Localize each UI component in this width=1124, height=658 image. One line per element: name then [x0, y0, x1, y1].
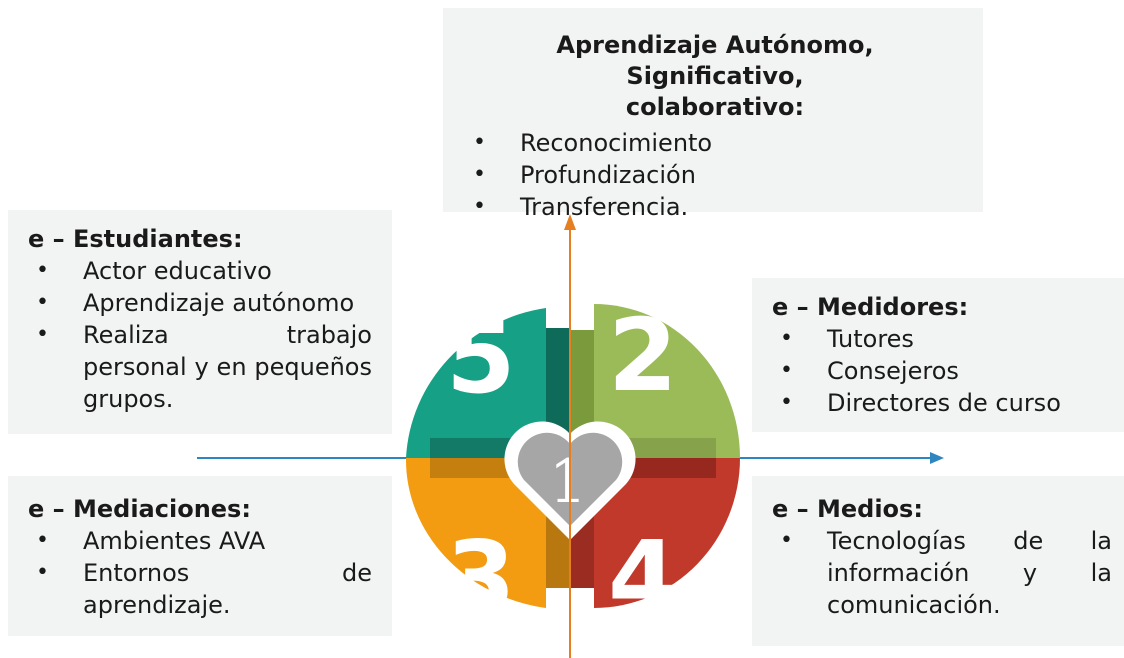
list-item: • Tecnologías de la información y la comu…: [772, 525, 1112, 621]
list-item-text: Tutores: [827, 325, 914, 353]
medios-list: • Tecnologías de la información y la comu…: [772, 525, 1112, 621]
list-item-text: Transferencia.: [520, 193, 689, 221]
list-item: • Consejeros: [772, 355, 1110, 387]
segment-3-number: 3: [446, 519, 516, 636]
bullet-icon: •: [780, 358, 793, 383]
medios-title: e – Medios:: [772, 495, 923, 523]
segment-2-number: 2: [608, 297, 678, 414]
list-item: • Realiza trabajo personal y en pequeños …: [28, 319, 372, 415]
segment-1-number: 1: [549, 447, 587, 517]
list-item: • Entornos de aprendizaje.: [28, 557, 372, 621]
bullet-icon: •: [36, 258, 49, 283]
medidores-list: • Tutores • Consejeros • Directores de curs…: [772, 323, 1110, 419]
list-item-text: Entornos de aprendizaje.: [83, 559, 372, 619]
bullet-icon: •: [473, 194, 486, 219]
bullet-icon: •: [473, 130, 486, 155]
estudiantes-title: e – Estudiantes:: [28, 225, 243, 253]
list-item-text: Realiza trabajo personal y en pequeños g…: [83, 321, 372, 413]
list-item-text: Ambientes AVA: [83, 527, 266, 555]
list-item: • Profundización: [465, 159, 983, 191]
segment-3: 3: [405, 458, 570, 636]
mediaciones-title: e – Mediaciones:: [28, 495, 251, 523]
aprendizaje-title: Aprendizaje Autónomo, Significativo, col…: [465, 30, 965, 123]
bullet-icon: •: [780, 528, 793, 553]
bullet-icon: •: [780, 390, 793, 415]
medidores-title: e – Medidores:: [772, 293, 969, 321]
mediaciones-box: e – Mediaciones: • Ambientes AVA • Entorno…: [8, 476, 392, 636]
segment-4: 4: [570, 458, 740, 636]
list-item: • Aprendizaje autónomo: [28, 287, 372, 319]
segment-5-number: 5: [446, 299, 516, 416]
list-item-text: Actor educativo: [83, 257, 272, 285]
list-item: • Actor educativo: [28, 255, 372, 287]
aprendizaje-list: • Reconocimiento • Profundización • Transfe…: [465, 127, 983, 223]
list-item: • Reconocimiento: [465, 127, 983, 159]
list-item-text: Consejeros: [827, 357, 959, 385]
aprendizaje-title-line2: colaborativo:: [625, 93, 805, 121]
bullet-icon: •: [473, 162, 486, 187]
bullet-icon: •: [780, 326, 793, 351]
bullet-icon: •: [36, 290, 49, 315]
estudiantes-list: • Actor educativo • Aprendizaje autónomo •…: [28, 255, 372, 415]
segment-5: 5: [406, 299, 570, 458]
estudiantes-box: e – Estudiantes: • Actor educativo • Apren…: [8, 210, 392, 434]
heart-center: 1: [504, 421, 636, 540]
horizontal-arrow-head: [930, 452, 944, 464]
list-item: • Tutores: [772, 323, 1110, 355]
list-item-text: Aprendizaje autónomo: [83, 289, 355, 317]
list-item: • Directores de curso: [772, 387, 1110, 419]
list-item-text: Profundización: [520, 161, 696, 189]
segment-4-number: 4: [608, 519, 678, 636]
bullet-icon: •: [36, 560, 49, 585]
list-item: • Transferencia.: [465, 191, 983, 223]
list-item-text: Directores de curso: [827, 389, 1061, 417]
medios-box: e – Medios: • Tecnologías de la informaci…: [752, 476, 1124, 646]
bullet-icon: •: [36, 528, 49, 553]
aprendizaje-title-line1: Aprendizaje Autónomo, Significativo,: [556, 31, 874, 90]
mediaciones-list: • Ambientes AVA • Entornos de aprendizaje.: [28, 525, 372, 621]
list-item-text: Tecnologías de la información y la comun…: [827, 527, 1112, 619]
list-item: • Ambientes AVA: [28, 525, 372, 557]
aprendizaje-box: Aprendizaje Autónomo, Significativo, col…: [443, 8, 983, 221]
bullet-icon: •: [36, 322, 49, 347]
segment-2: 2: [570, 297, 740, 458]
medidores-box: e – Medidores: • Tutores • Consejeros • Dir…: [752, 278, 1124, 432]
list-item-text: Reconocimiento: [520, 129, 713, 157]
